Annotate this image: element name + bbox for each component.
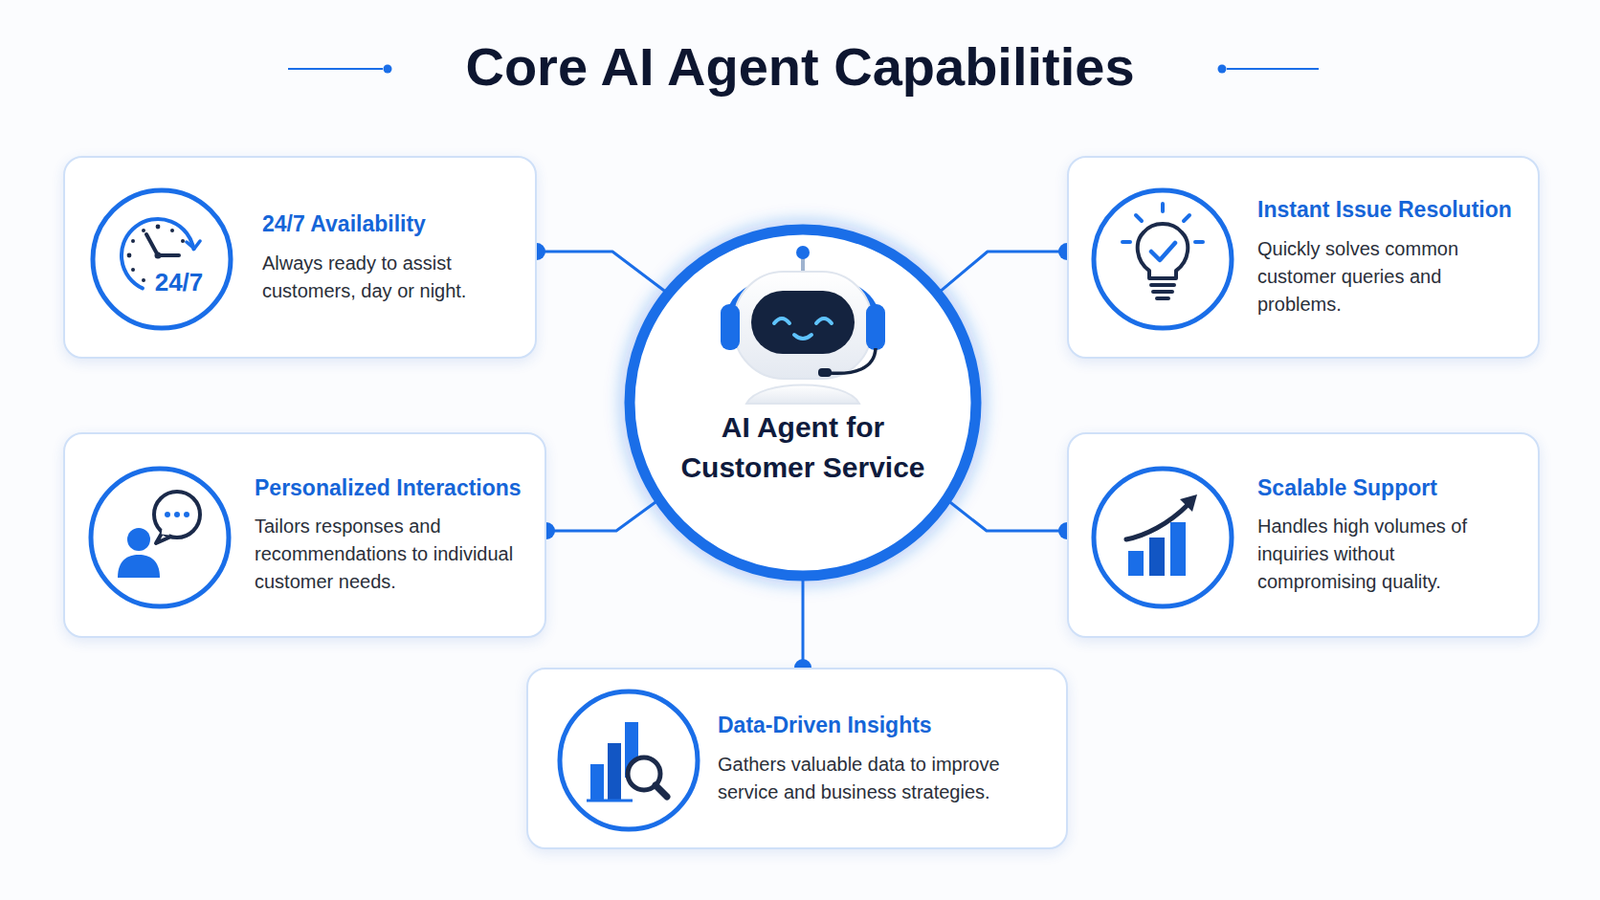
hub-illustration <box>623 223 982 582</box>
icon-label: 24/7 <box>155 269 204 295</box>
connector-line <box>947 500 1067 532</box>
box-description: Tailors responses and recommendations to… <box>254 512 526 597</box>
box-heading: Personalized Interactions <box>254 474 526 503</box>
data-icon <box>552 684 706 838</box>
title-dot <box>383 65 393 74</box>
title-rule <box>288 67 383 70</box>
box-description: Handles high volumes of inquiries withou… <box>1257 512 1519 597</box>
hub-label: AI Agent for Customer Service <box>664 407 942 489</box>
box-description: Always ready to assist customers, day or… <box>262 248 516 305</box>
box-heading: Scalable Support <box>1257 474 1519 503</box>
text-column: Scalable SupportHandles high volumes of … <box>1257 474 1519 598</box>
connector-line <box>536 251 668 293</box>
box-heading: Instant Issue Resolution <box>1257 196 1519 224</box>
diagram-title: Core AI Agent Capabilities <box>0 34 1600 99</box>
box-description: Quickly solves common customer queries a… <box>1257 235 1519 319</box>
capability-box: Scalable SupportHandles high volumes of … <box>1066 432 1540 639</box>
connector-line <box>937 251 1067 293</box>
robot-illustration <box>720 245 886 404</box>
capability-box: Data-Driven InsightsGathers valuable dat… <box>526 667 1068 850</box>
text-column: 24/7 AvailabilityAlways ready to assist … <box>262 210 516 306</box>
box-description: Gathers valuable data to improve service… <box>717 750 1047 806</box>
box-heading: 24/7 Availability <box>262 210 516 239</box>
capability-box: 24/7 AvailabilityAlways ready to assist … <box>63 155 537 359</box>
title-dot <box>1218 65 1227 74</box>
text-column: Personalized InteractionsTailors respons… <box>254 474 526 598</box>
text-column: Instant Issue ResolutionQuickly solves c… <box>1257 196 1519 319</box>
text-column: Data-Driven InsightsGathers valuable dat… <box>717 711 1047 807</box>
bulb-icon <box>1086 182 1240 336</box>
person-icon <box>83 461 237 615</box>
connector-line <box>801 577 805 668</box>
capability-box: Personalized InteractionsTailors respons… <box>63 432 547 639</box>
hub-circle: AI Agent for Customer Service <box>623 223 982 582</box>
clock-icon <box>85 182 239 336</box>
title-rule <box>1226 67 1319 70</box>
connector-line <box>546 500 659 532</box>
box-heading: Data-Driven Insights <box>717 711 1047 740</box>
growth-icon <box>1086 461 1240 615</box>
capability-box: Instant Issue ResolutionQuickly solves c… <box>1066 155 1540 359</box>
